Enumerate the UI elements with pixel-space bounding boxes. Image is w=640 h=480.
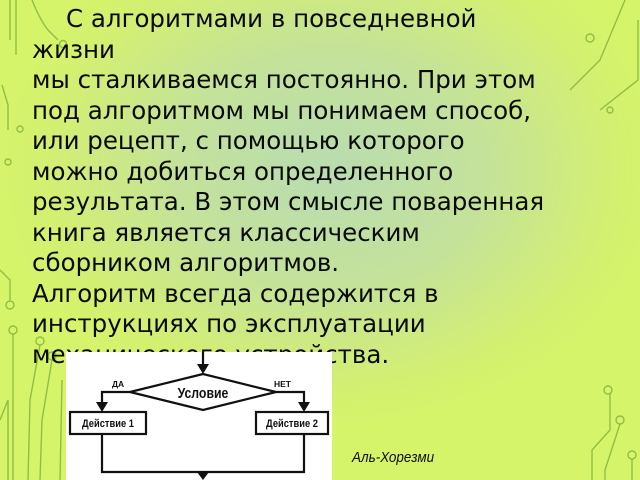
action2-label: Действие 2 [266, 418, 318, 430]
action1-label: Действие 1 [82, 418, 134, 430]
paragraph-line: Алгоритм всегда содержится в [32, 278, 439, 308]
paragraph-line: книга является классическим [32, 217, 420, 247]
paragraph-line: под алгоритмом мы понимаем способ, [32, 95, 531, 125]
slide-paragraph: С алгоритмами в повседневной жизни мы ст… [32, 4, 632, 370]
author-caption: Аль-Хорезми [352, 449, 435, 466]
paragraph-line: мы сталкиваемся постоянно. При этом [32, 65, 536, 94]
paragraph-line: можно добиться определенного [32, 156, 454, 186]
yes-label: ДА [112, 379, 124, 389]
paragraph-line: результата. В этом смысле поваренная [32, 187, 545, 216]
condition-label: Условие [178, 385, 229, 401]
paragraph-line: С алгоритмами в повседневной [66, 4, 477, 33]
paragraph-line: сборником алгоритмов. [32, 248, 340, 277]
paragraph-line: инструкциях по эксплуатации [32, 309, 426, 338]
branching-flowchart: Условие ДА НЕТ Действие 1 Действие 2 [66, 352, 332, 480]
paragraph-line: или рецепт, с помощью которого [32, 126, 465, 155]
paragraph-line: жизни [32, 34, 115, 64]
no-label: НЕТ [274, 379, 292, 389]
